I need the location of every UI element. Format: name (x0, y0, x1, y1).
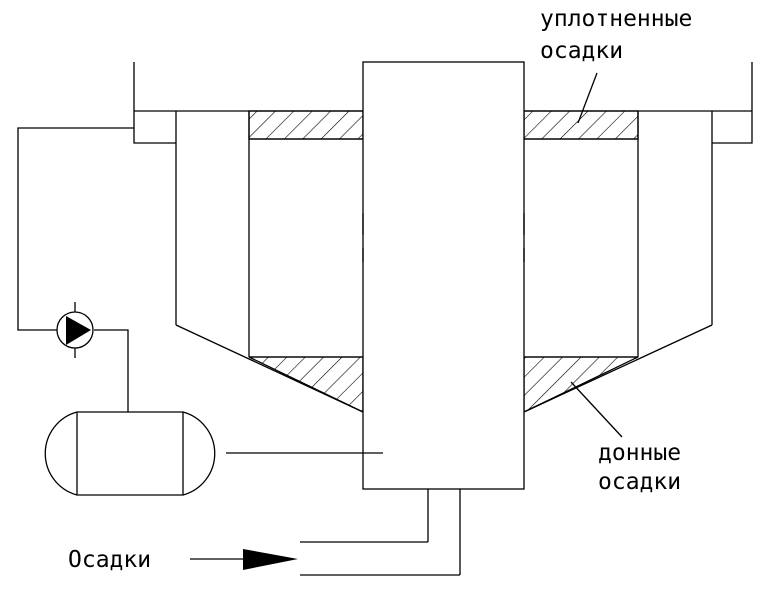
sediment-input-arrow (190, 549, 298, 570)
bottom-sediment-right (523, 356, 639, 414)
bottom-sediment-left (248, 356, 364, 414)
central-column (362, 61, 525, 490)
label-compacted-line2: осадки (540, 38, 623, 64)
pump-icon (56, 302, 94, 358)
label-bottom-line1: донные (598, 440, 681, 466)
compacted-sediment-left (248, 110, 364, 140)
label-compacted-line1: уплотненные (540, 6, 692, 32)
recirculation-line (17, 127, 134, 412)
compacted-sediment-right (523, 110, 639, 140)
leader-bottom-sediment (570, 381, 623, 438)
leader-compacted-sediment (577, 72, 598, 124)
column-dash-marks (362, 213, 525, 262)
outlet-pipe (300, 489, 461, 576)
storage-vessel (44, 411, 383, 496)
label-bottom-line2: осадки (598, 469, 681, 495)
label-input-sediment: Осадки (68, 547, 151, 573)
